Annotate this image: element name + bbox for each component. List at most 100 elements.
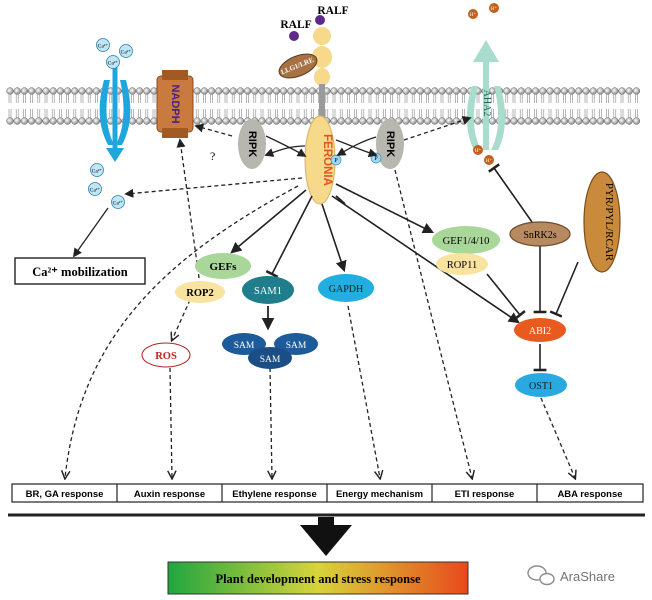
- svg-text:ROP2: ROP2: [186, 288, 213, 299]
- lipid-head: [402, 87, 410, 95]
- lipid-tail: [95, 94, 98, 103]
- lipid-head: [222, 87, 230, 95]
- lipid-tail: [37, 94, 41, 103]
- svg-text:Ca²⁺: Ca²⁺: [121, 49, 132, 56]
- lipid-tail: [210, 109, 213, 118]
- lipid-head: [200, 87, 209, 95]
- svg-text:SAM: SAM: [286, 341, 307, 351]
- lipid-tail: [462, 94, 465, 103]
- lipid-head: [6, 117, 14, 125]
- lipid-tail: [296, 109, 300, 118]
- lipid-head: [344, 117, 353, 125]
- lipid-tail: [404, 94, 408, 103]
- lipid-tail: [627, 94, 631, 103]
- lipid-tail: [303, 94, 307, 103]
- lipid-head: [78, 117, 86, 125]
- lipid-head: [488, 117, 497, 125]
- lipid-head: [265, 87, 273, 95]
- lipid-tail: [383, 94, 386, 103]
- gef1410-node: GEF1/4/10: [432, 226, 500, 254]
- lipid-head: [582, 87, 590, 95]
- lipid-tail: [332, 109, 336, 118]
- lipid-tail: [231, 94, 235, 103]
- lipid-tail: [433, 94, 437, 103]
- lipid-head: [265, 117, 273, 125]
- lipid-tail: [275, 109, 278, 118]
- lipid-tail: [203, 109, 206, 118]
- ripk-right: RIPK P: [370, 119, 404, 169]
- lipid-head: [279, 87, 288, 95]
- lipid-tail: [411, 94, 415, 103]
- lipid-head: [402, 117, 410, 125]
- lipid-tail: [591, 94, 595, 103]
- lipid-tail: [534, 94, 537, 103]
- pyr-pyl-rcar-node: PYR/PYL/RCAR: [583, 171, 621, 273]
- lipid-head: [445, 87, 453, 95]
- lipid-tail: [419, 109, 422, 118]
- feronia-receptor: FERONIA P: [304, 27, 342, 205]
- svg-text:H⁺: H⁺: [470, 12, 477, 18]
- lipid-head: [531, 117, 540, 125]
- lipid-head: [575, 117, 583, 125]
- ost1-node: OST1: [515, 373, 567, 397]
- lipid-tail: [145, 94, 149, 103]
- lipid-tail: [195, 94, 199, 103]
- lipid-head: [603, 117, 612, 125]
- svg-text:H⁺: H⁺: [486, 158, 493, 164]
- svg-text:GEF1/4/10: GEF1/4/10: [443, 236, 490, 247]
- outcome-bar: Plant development and stress response: [167, 561, 469, 595]
- lipid-head: [193, 87, 201, 95]
- lipid-head: [567, 87, 576, 95]
- lipid-head: [42, 117, 50, 125]
- lipid-head: [6, 87, 14, 95]
- lipid-head: [308, 87, 317, 95]
- lipid-tail: [339, 94, 343, 103]
- lipid-tail: [462, 109, 465, 118]
- lipid-head: [531, 87, 540, 95]
- lipid-tail: [339, 109, 343, 118]
- outcome-arrow: [300, 517, 352, 556]
- lipid-head: [135, 117, 144, 125]
- lipid-tail: [231, 109, 235, 118]
- lipid-tail: [627, 109, 631, 118]
- ros-node: ROS: [141, 342, 191, 368]
- svg-text:H⁺: H⁺: [475, 148, 482, 154]
- lipid-head: [589, 87, 597, 95]
- lipid-head: [63, 117, 72, 125]
- lipid-head: [92, 117, 101, 125]
- lipid-tail: [289, 94, 293, 103]
- lipid-tail: [491, 109, 494, 118]
- lipid-tail: [267, 109, 271, 118]
- lipid-tail: [383, 109, 386, 118]
- lipid-head: [359, 117, 367, 125]
- lipid-tail: [246, 94, 249, 103]
- calcium-ions-extracellular: Ca²⁺ Ca²⁺ Ca²⁺: [96, 38, 133, 69]
- lipid-tail: [555, 94, 559, 103]
- lipid-head: [63, 87, 72, 95]
- svg-text:ROS: ROS: [155, 351, 177, 362]
- lipid-tail: [375, 109, 379, 118]
- wechat-icon: [527, 565, 555, 586]
- lipid-tail: [303, 109, 307, 118]
- lipid-tail: [253, 94, 257, 103]
- lipid-tail: [311, 94, 314, 103]
- lipid-head: [200, 117, 209, 125]
- lipid-tail: [138, 94, 141, 103]
- lipid-tail: [584, 109, 588, 118]
- lipid-tail: [541, 109, 545, 118]
- svg-text:GAPDH: GAPDH: [329, 284, 363, 295]
- lipid-tail: [534, 109, 537, 118]
- aha2-label: AHA2: [481, 90, 492, 117]
- lipid-tail: [426, 109, 429, 118]
- lipid-tail: [606, 94, 609, 103]
- lipid-tail: [289, 109, 293, 118]
- lipid-tail: [296, 94, 300, 103]
- watermark: AraShare: [527, 565, 615, 586]
- lipid-head: [603, 87, 612, 95]
- lipid-tail: [354, 109, 357, 118]
- lipid-head: [78, 87, 86, 95]
- lipid-head: [330, 87, 338, 95]
- lipid-tail: [138, 109, 141, 118]
- lipid-tail: [15, 94, 19, 103]
- lipid-head: [294, 117, 302, 125]
